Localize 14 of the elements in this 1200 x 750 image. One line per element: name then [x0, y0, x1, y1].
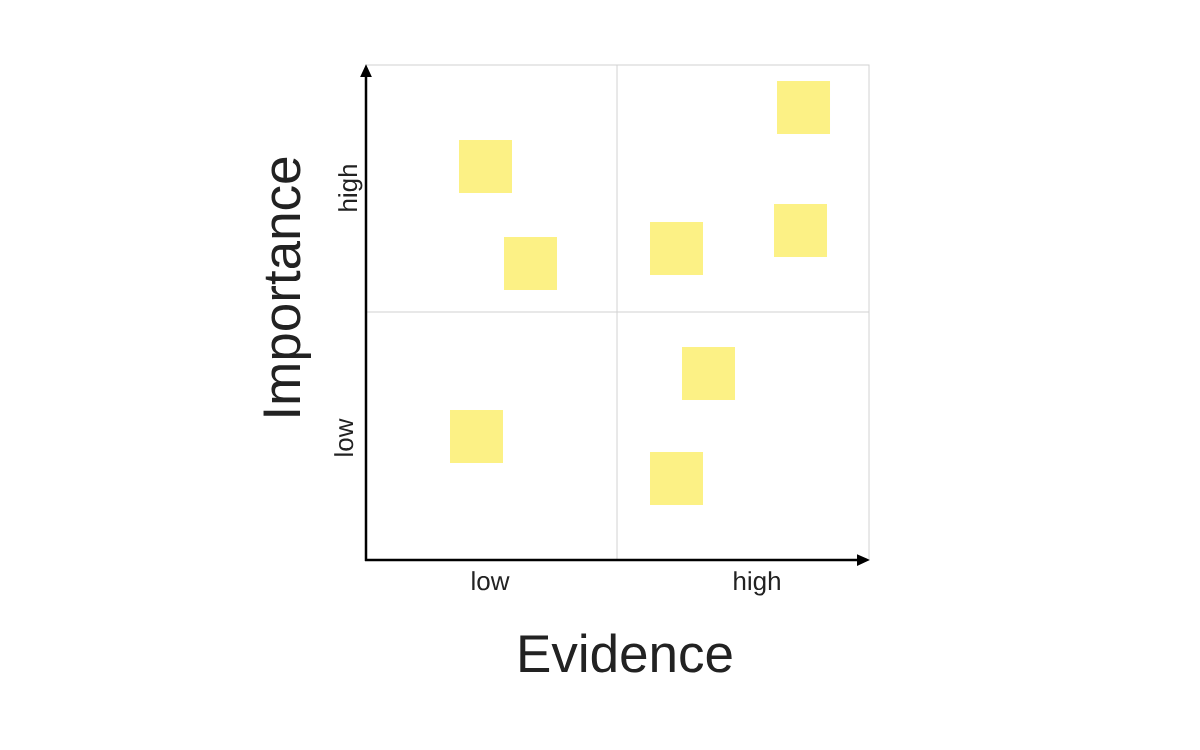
axis-label: low	[472, 571, 510, 591]
sticky-note	[650, 222, 703, 275]
sticky-note	[459, 140, 512, 193]
axis-title: Evidence	[520, 633, 732, 673]
sticky-note	[682, 347, 735, 400]
axis-label: high	[734, 571, 780, 596]
sticky-note	[650, 452, 703, 505]
axis-title: Importance	[263, 157, 311, 416]
sticky-note	[774, 204, 827, 257]
sticky-note	[450, 410, 503, 463]
axis-label: low	[334, 418, 354, 456]
sticky-note	[504, 237, 557, 290]
sticky-note	[777, 81, 830, 134]
axis-label: high	[338, 165, 363, 211]
